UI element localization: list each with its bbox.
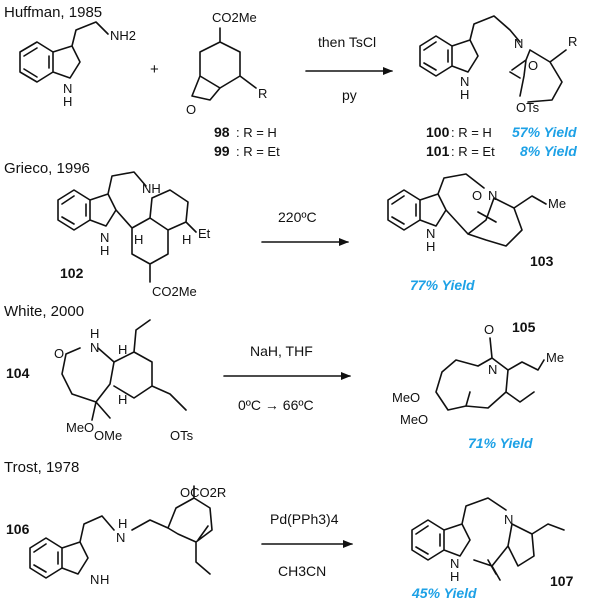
compound-101-desc: : R = Et xyxy=(451,144,495,159)
section-title: Trost, 1978 xyxy=(4,459,79,476)
compound-100-desc: : R = H xyxy=(451,125,492,140)
ester-label: CO2Me xyxy=(152,284,197,299)
indole-h-label: H xyxy=(450,569,459,584)
indole-n-label: N xyxy=(90,572,99,587)
compound-106-structure: OCO2R H N N H xyxy=(29,485,226,587)
methoxy-label: MeO xyxy=(66,420,94,435)
compound-100-number: 100 xyxy=(426,124,450,140)
yield-100: 57% Yield xyxy=(512,124,577,140)
amine-n-label: N xyxy=(504,512,513,527)
compound-104-number: 104 xyxy=(6,365,30,381)
yield-103: 77% Yield xyxy=(410,277,475,293)
condition-top: 220ºC xyxy=(278,209,317,225)
condition-top: then TsCl xyxy=(318,34,376,50)
section-white: White, 2000 O N H H H OTs MeO OMe 104 Na… xyxy=(4,303,564,451)
ots-label: OTs xyxy=(516,100,540,115)
indole-n-label: N xyxy=(63,81,72,96)
section-title: Grieco, 1996 xyxy=(4,160,90,177)
compound-98-number: 98 xyxy=(214,124,230,140)
ring-h-label-2: H xyxy=(118,392,127,407)
product-100-structure: N O R OTs N H xyxy=(419,15,577,115)
lactam-o-label: O xyxy=(528,58,538,73)
methyl-label: Me xyxy=(548,196,566,211)
bond-set xyxy=(419,15,567,103)
ring-h-label-2: H xyxy=(182,232,191,247)
section-huffman: Huffman, 1985 NH2 N H + CO2Me O R 98 : R… xyxy=(4,4,577,159)
condition-bottom: py xyxy=(342,87,357,103)
bond-set xyxy=(19,21,109,83)
yield-101: 8% Yield xyxy=(520,143,577,159)
ring-h-label: H xyxy=(118,342,127,357)
section-title: White, 2000 xyxy=(4,303,84,320)
bond-set xyxy=(387,173,547,247)
indole-h-label: H xyxy=(100,243,109,258)
condition-top: Pd(PPh3)4 xyxy=(270,511,339,527)
compound-106-number: 106 xyxy=(6,521,30,537)
r-label: R xyxy=(258,86,267,101)
compound-102-structure: NH N H H H Et CO2Me xyxy=(57,171,211,299)
condition-top: NaH, THF xyxy=(250,343,313,359)
bond-set xyxy=(57,171,197,283)
methoxy-label-2: MeO xyxy=(400,412,428,427)
compound-98-desc: : R = H xyxy=(236,125,277,140)
ring-h-label: H xyxy=(134,232,143,247)
indole-h-label: H xyxy=(460,87,469,102)
bond-set xyxy=(61,319,187,421)
compound-103-number: 103 xyxy=(530,253,554,269)
section-title: Huffman, 1985 xyxy=(4,4,102,21)
ester-label: CO2Me xyxy=(212,10,257,25)
methyl-label: Me xyxy=(546,350,564,365)
ethyl-label: Et xyxy=(198,226,211,241)
bond-set xyxy=(29,485,213,579)
indole-h-label: H xyxy=(63,94,72,109)
bond-set xyxy=(435,337,545,411)
ots-label: OTs xyxy=(170,428,194,443)
compound-103-structure: O N Me N H xyxy=(387,173,566,254)
indole-n-label: N xyxy=(100,230,109,245)
tryptamine-structure: NH2 N H xyxy=(19,21,136,109)
amine-h-label: H xyxy=(118,516,127,531)
yield-107: 45% Yield xyxy=(411,585,477,601)
r-label: R xyxy=(568,34,577,49)
indole-n-label: N xyxy=(450,556,459,571)
epoxyester-structure: CO2Me O R xyxy=(186,10,267,117)
lactam-o-label: O xyxy=(484,322,494,337)
plus-sign: + xyxy=(150,61,159,78)
amide-n-label: N xyxy=(90,340,99,355)
carbonate-label: OCO2R xyxy=(180,485,226,500)
section-grieco: Grieco, 1996 NH N H H H Et CO2Me 102 220… xyxy=(4,160,566,299)
compound-107-structure: N N H xyxy=(411,497,565,584)
lactam-o-label: O xyxy=(472,188,482,203)
amine-n-label: N xyxy=(116,530,125,545)
compound-99-number: 99 xyxy=(214,143,230,159)
compound-99-desc: : R = Et xyxy=(236,144,280,159)
compound-107-number: 107 xyxy=(550,573,574,589)
methoxy-label: MeO xyxy=(392,390,420,405)
amine-nh-label: NH xyxy=(142,181,161,196)
section-trost: Trost, 1978 OCO2R H N N H 106 Pd(PPh3)4 … xyxy=(4,459,574,601)
condition-bottom: CH3CN xyxy=(278,563,326,579)
indole-h-label: H xyxy=(426,239,435,254)
compound-102-number: 102 xyxy=(60,265,84,281)
lactam-o-label: O xyxy=(54,346,64,361)
indole-n-label: N xyxy=(426,226,435,241)
epoxide-o-label: O xyxy=(186,102,196,117)
bridge-n-label: N xyxy=(488,188,497,203)
amide-h-label: H xyxy=(90,326,99,341)
condition-bottom: 0ºC → 66ºC xyxy=(238,397,314,413)
compound-105-structure: O N Me MeO MeO xyxy=(392,322,564,427)
bridge-n-label: N xyxy=(514,36,523,51)
compound-104-structure: O N H H H OTs MeO OMe xyxy=(54,319,194,443)
indole-h-label: H xyxy=(100,572,109,587)
ring-n-label: N xyxy=(488,362,497,377)
methoxy-label-2: OMe xyxy=(94,428,122,443)
indole-n-label: N xyxy=(460,74,469,89)
amine-label: NH2 xyxy=(110,28,136,43)
compound-105-number: 105 xyxy=(512,319,536,335)
bond-set xyxy=(411,497,565,581)
bond-set xyxy=(191,27,257,101)
compound-101-number: 101 xyxy=(426,143,450,159)
yield-105: 71% Yield xyxy=(468,435,533,451)
